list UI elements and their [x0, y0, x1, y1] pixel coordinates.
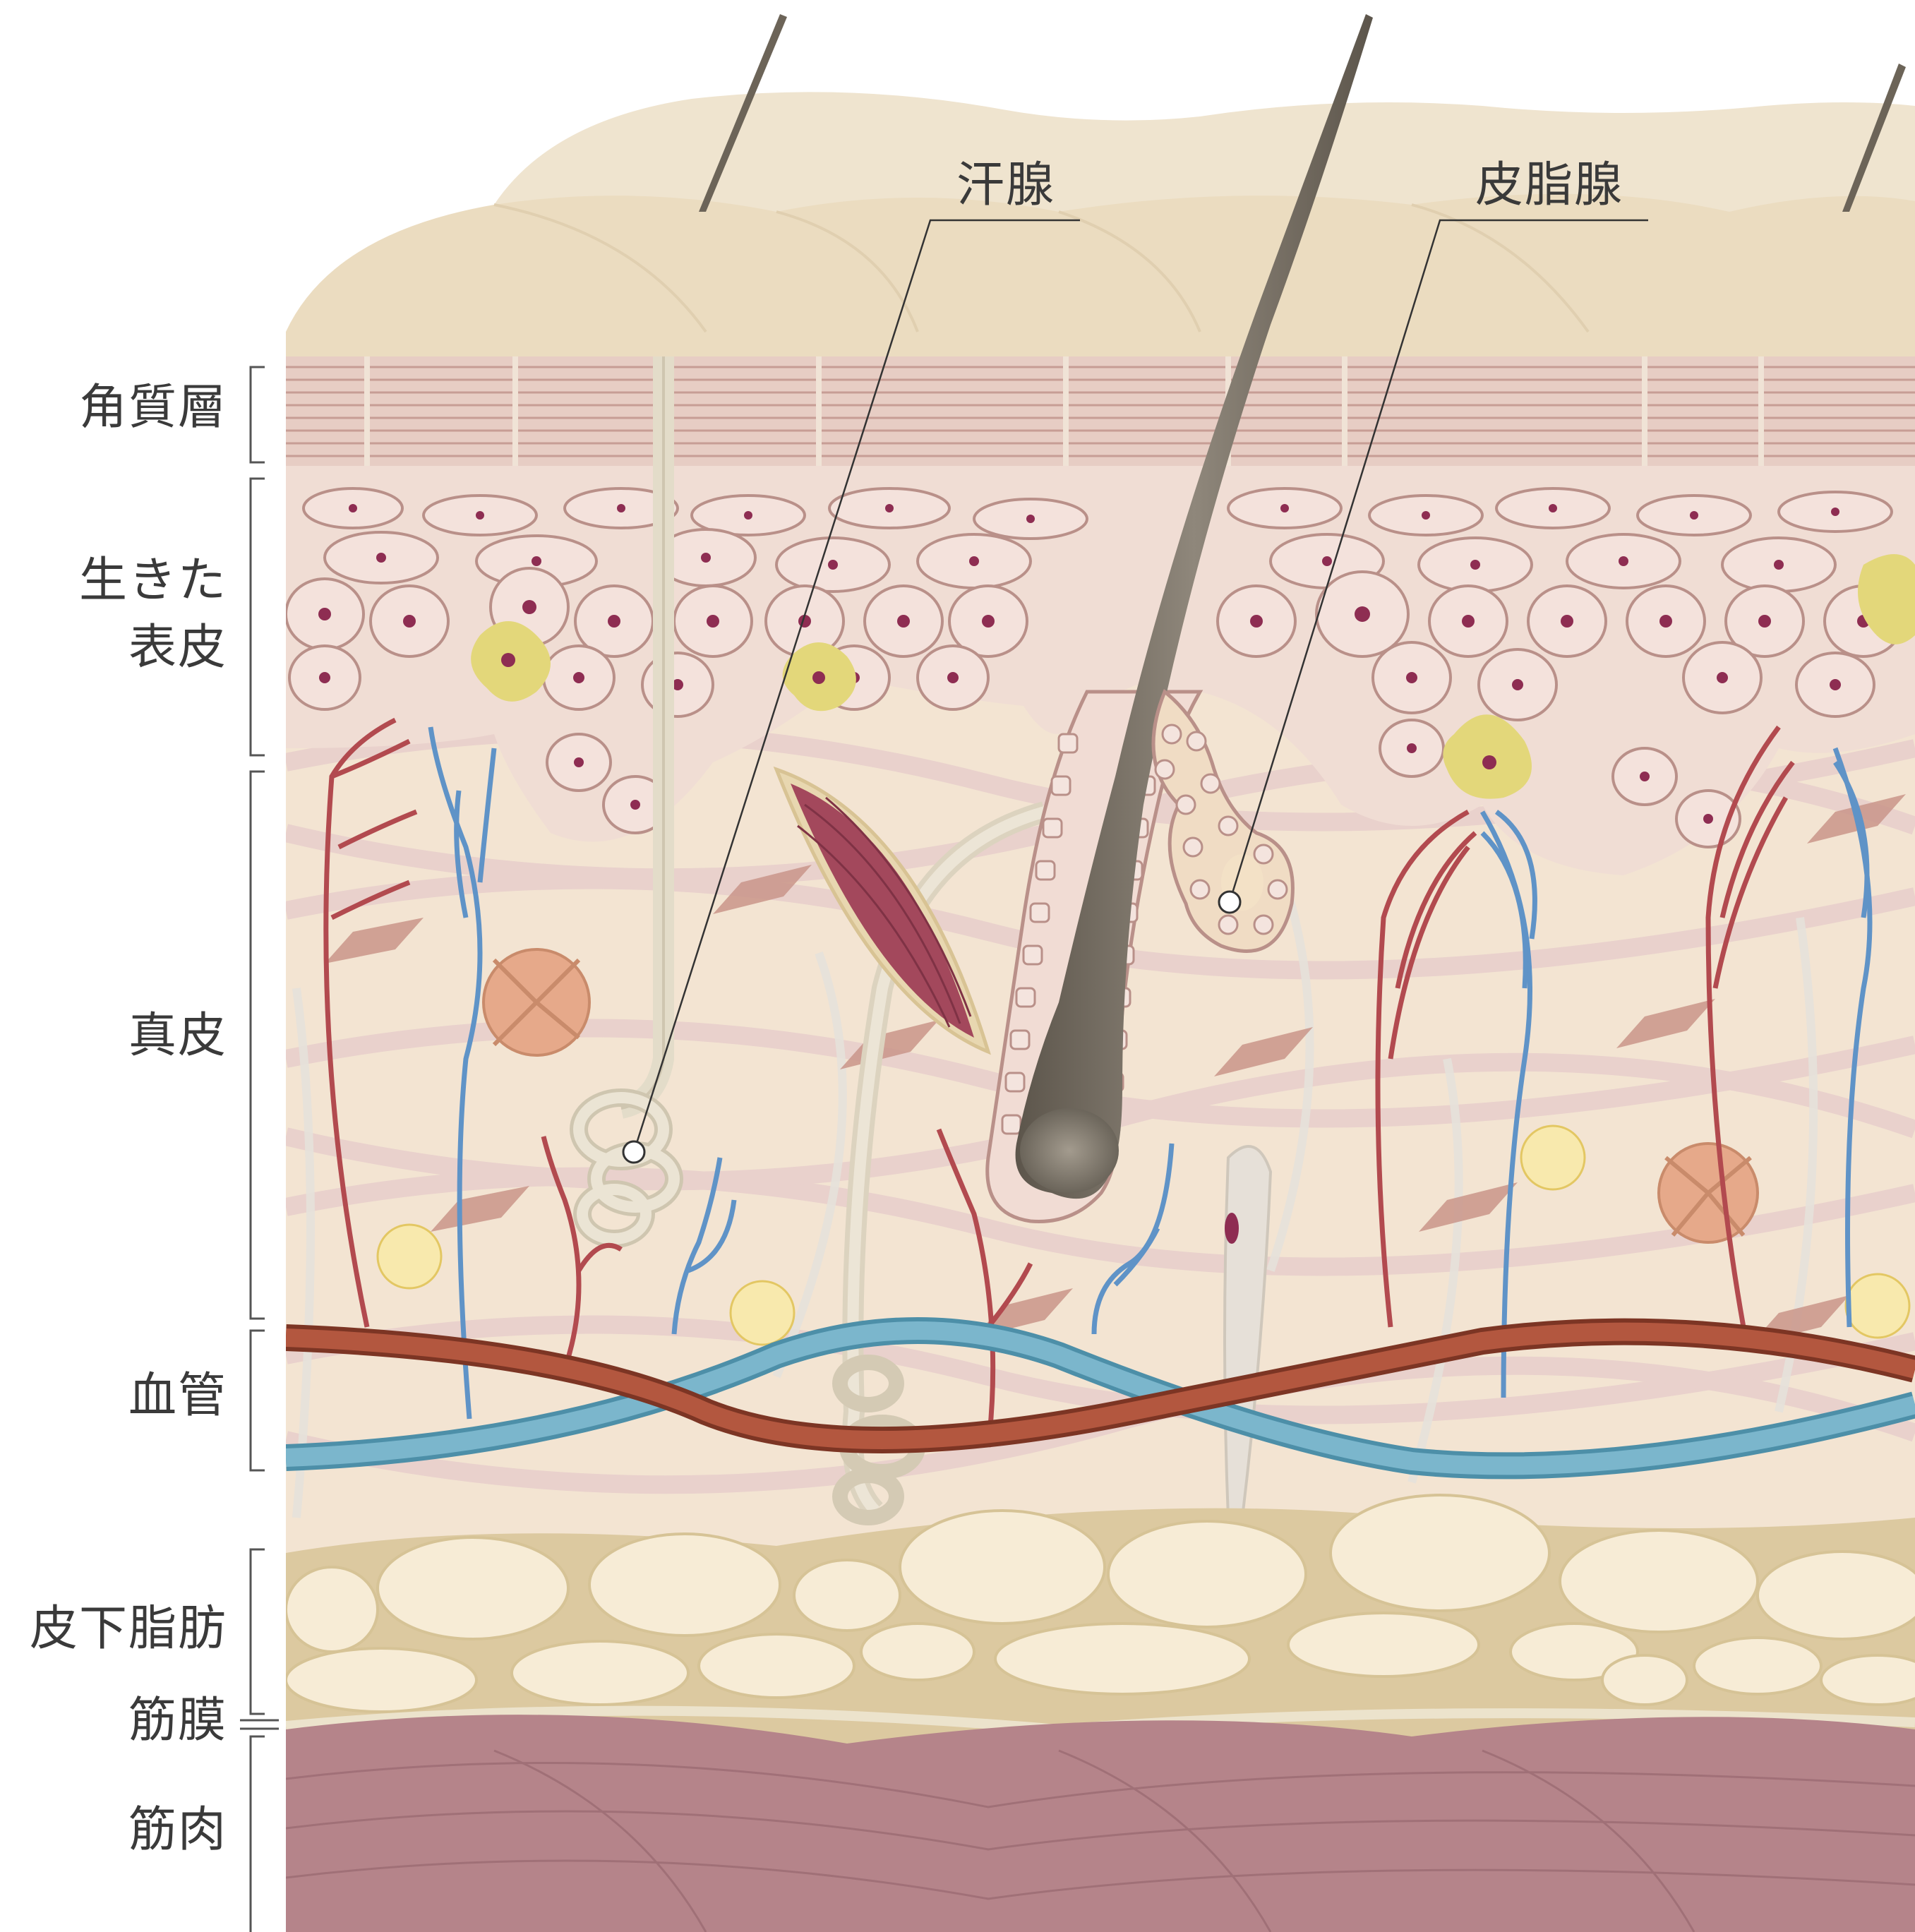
label-muscle: 筋肉 [128, 1736, 265, 1932]
skin-surface [286, 92, 1915, 395]
svg-text:表皮: 表皮 [128, 620, 227, 676]
label-dermis: 真皮 [128, 772, 265, 1319]
callout-label-sebaceous-gland: 皮脂腺 [1475, 157, 1623, 213]
label-fascia: 筋膜 [128, 1693, 279, 1748]
svg-text:血管: 血管 [128, 1368, 227, 1424]
svg-text:皮下脂肪: 皮下脂肪 [30, 1601, 227, 1657]
layer-labels: 角質層 生きた 表皮 真皮 血管 皮下脂肪 筋膜 筋肉 [30, 367, 279, 1932]
label-blood-vessel: 血管 [128, 1331, 265, 1470]
svg-text:生きた: 生きた [79, 553, 227, 608]
muscle-layer [286, 1715, 1915, 1932]
label-living-epidermis: 生きた 表皮 [79, 479, 265, 755]
svg-text:筋肉: 筋肉 [128, 1802, 227, 1858]
svg-text:筋膜: 筋膜 [128, 1693, 227, 1748]
skin-tissue [286, 14, 1915, 1932]
label-subcutaneous-fat: 皮下脂肪 [30, 1549, 265, 1714]
callout-marker-sebaceous-gland [1219, 892, 1240, 913]
svg-text:真皮: 真皮 [128, 1008, 227, 1064]
svg-text:角質層: 角質層 [79, 380, 227, 436]
label-stratum-corneum: 角質層 [79, 367, 265, 462]
stratum-corneum-layer [286, 356, 1915, 466]
callout-label-sweat-gland: 汗腺 [956, 157, 1055, 213]
callout-marker-sweat-gland [623, 1141, 644, 1163]
